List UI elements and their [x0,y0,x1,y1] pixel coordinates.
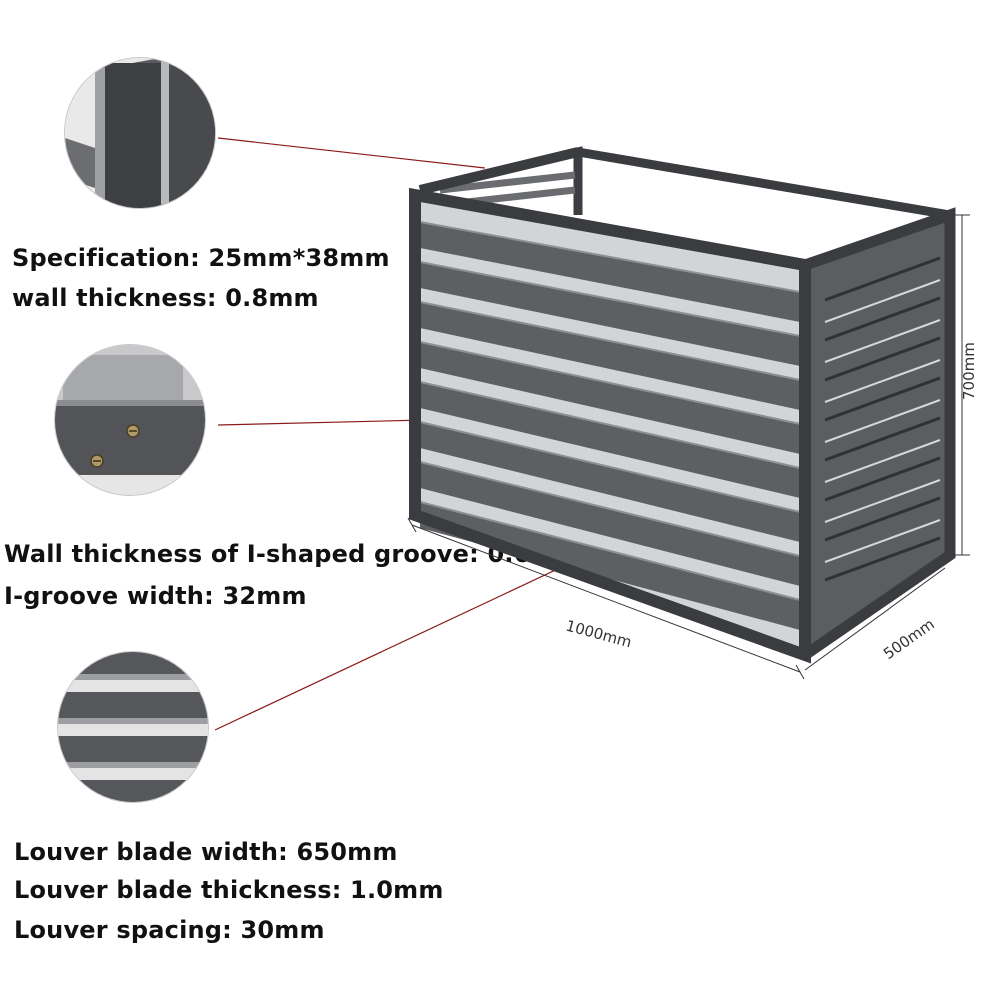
louver-blade-edge [419,381,801,469]
top-rail-back [577,148,951,219]
louver-blade [420,342,800,454]
top-rail [418,147,580,195]
louver-blade [420,222,800,322]
blade-thickness-text: Louver blade thickness: 1.0mm [14,876,444,904]
height-dimension-label: 700mm [960,342,978,400]
louver-blade-edge [419,501,801,601]
louver-blade-edge [419,301,801,381]
louver-blade-edge [419,341,801,425]
front-blades [419,221,801,630]
callout-line-frame [217,137,486,169]
louver-blade-edge [419,221,801,293]
zoom-louver-blades [58,652,208,802]
frame-spec-text: Specification: 25mm*38mm [12,244,390,272]
dimension-lines [407,214,970,680]
groove-width-text: I-groove width: 32mm [4,582,307,610]
louver-blade-edge [419,461,801,557]
side-frame [801,207,956,660]
louver-blade [420,382,800,498]
blade-width-text: Louver blade width: 650mm [14,838,398,866]
blade-spacing-text: Louver spacing: 30mm [14,916,325,944]
louver-blade [420,502,800,630]
louver-blade [420,262,800,366]
frame-wall-text: wall thickness: 0.8mm [12,284,319,312]
side-blade-highlights [824,279,941,563]
louver-blade [420,302,800,410]
louver-blade [420,462,800,586]
side-panel [800,215,950,655]
louver-blade-edge [419,261,801,337]
callout-line-groove [217,419,426,426]
louver-blade [420,422,800,542]
louver-blade-edge [419,421,801,513]
side-blades [824,256,941,582]
louver-blades-closeup-icon [58,652,208,802]
